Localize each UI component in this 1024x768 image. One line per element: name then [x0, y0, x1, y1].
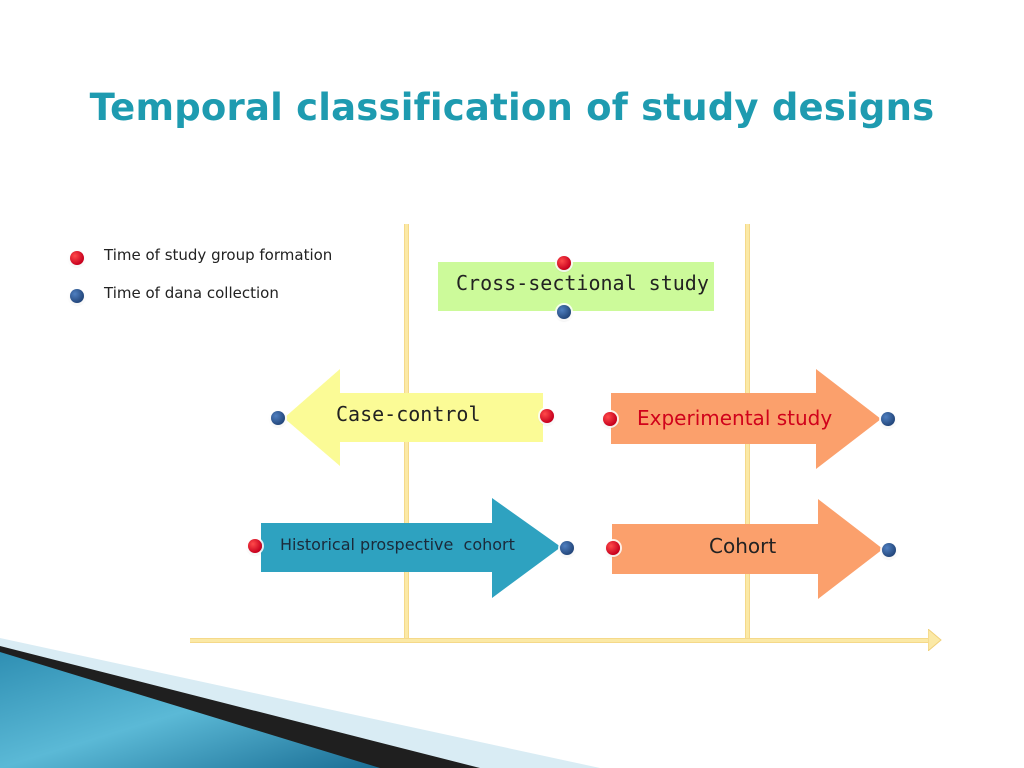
case-control-formation-dot	[540, 409, 554, 423]
cohort-formation-dot	[606, 541, 620, 555]
case-control-collection-dot	[271, 411, 285, 425]
experimental-arrow	[611, 369, 881, 469]
case-control-arrow	[284, 369, 543, 466]
experimental-label: Experimental study	[637, 406, 833, 430]
cohort-label: Cohort	[709, 534, 777, 558]
page-title: Temporal classification of study designs	[89, 86, 935, 129]
historical-prospective-collection-dot	[560, 541, 574, 555]
historical-prospective-formation-dot	[248, 539, 262, 553]
cross-sectional-box	[438, 262, 714, 311]
cross-sectional-formation-dot	[557, 256, 571, 270]
cohort-collection-dot	[882, 543, 896, 557]
historical-prospective-arrow	[261, 498, 561, 598]
cohort-arrow	[612, 499, 883, 599]
historical-prospective-label: Historical prospective cohort	[280, 535, 515, 554]
legend-group-formation-dot	[70, 251, 84, 265]
legend-data-collection-label: Time of dana collection	[104, 284, 279, 302]
case-control-label: Case-control	[336, 402, 481, 426]
experimental-formation-dot	[603, 412, 617, 426]
experimental-collection-dot	[881, 412, 895, 426]
time-axis-arrowhead	[928, 629, 942, 651]
legend-group-formation-label: Time of study group formation	[104, 246, 333, 264]
cross-sectional-collection-dot	[557, 305, 571, 319]
time-axis	[190, 638, 932, 643]
legend-data-collection-dot	[70, 289, 84, 303]
corner-decoration	[0, 638, 600, 768]
cross-sectional-label: Cross-sectional study	[456, 271, 709, 295]
